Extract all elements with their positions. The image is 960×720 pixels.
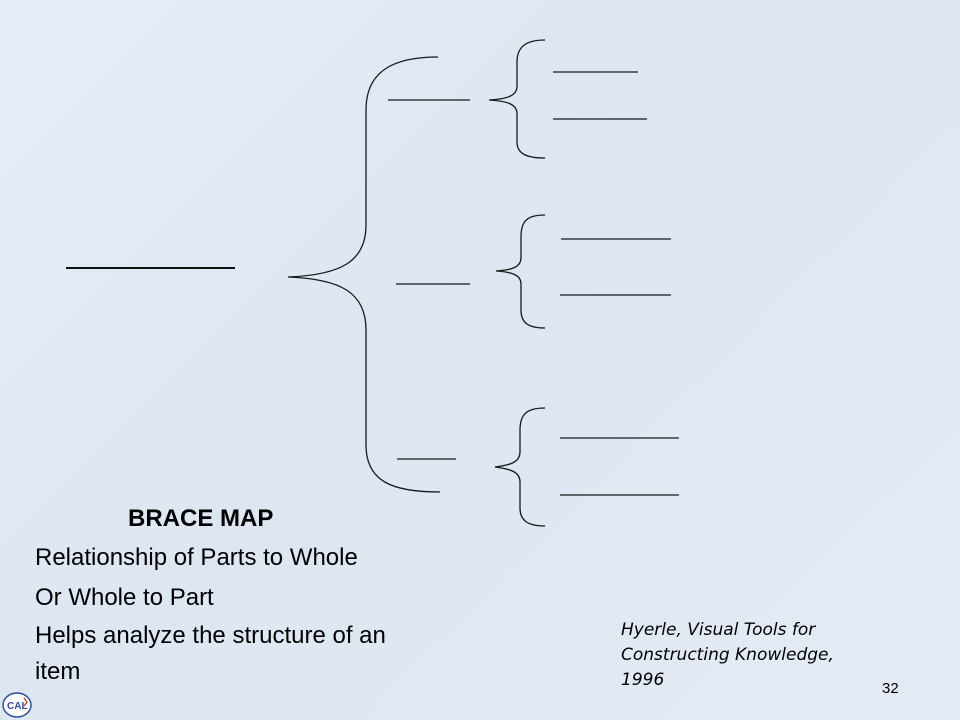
cal-logo-icon: CAL bbox=[2, 692, 32, 718]
description-line-2: Or Whole to Part bbox=[35, 584, 214, 611]
citation: Hyerle, Visual Tools for Constructing Kn… bbox=[621, 618, 921, 693]
citation-line-2: Constructing Knowledge, bbox=[621, 645, 834, 665]
citation-line-3: 1996 bbox=[621, 670, 665, 690]
sub-brace-1 bbox=[488, 39, 546, 159]
description-line-1: Relationship of Parts to Whole bbox=[35, 544, 358, 571]
description-line-3: Helps analyze the structure of an bbox=[35, 622, 386, 649]
sub-brace-2 bbox=[495, 214, 546, 329]
page-number: 32 bbox=[882, 680, 899, 697]
description-line-4: item bbox=[35, 658, 81, 685]
main-brace bbox=[287, 56, 441, 493]
citation-line-1: Hyerle, Visual Tools for bbox=[621, 620, 816, 640]
diagram-title: BRACE MAP bbox=[128, 505, 274, 532]
sub-brace-3 bbox=[494, 407, 546, 527]
logo-text: CAL bbox=[7, 701, 28, 712]
